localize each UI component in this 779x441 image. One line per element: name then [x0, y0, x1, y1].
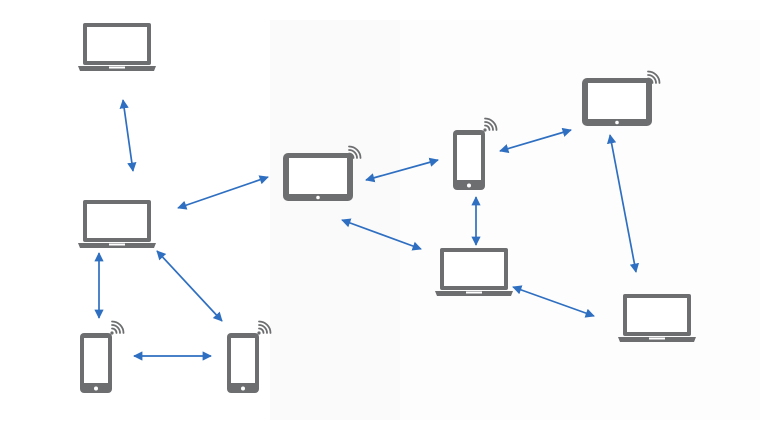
smartphone-icon [453, 130, 485, 190]
node-laptop-center-bottom [435, 248, 513, 296]
link-laptop-left-middle-to-tablet-center [177, 175, 269, 210]
node-tablet-center [283, 145, 362, 201]
link-laptop-left-middle-to-phone-bottom-center [156, 250, 223, 322]
laptop-icon [435, 248, 513, 296]
smartphone-icon [227, 333, 259, 393]
node-phone-bottom-center [227, 320, 272, 393]
wifi-icon [483, 117, 498, 132]
background-panel-right [400, 20, 760, 420]
wifi-icon [646, 70, 661, 85]
link-tablet-center-to-laptop-center-bottom [341, 218, 422, 251]
wifi-icon [347, 145, 362, 160]
node-phone-center-right [453, 117, 498, 190]
node-laptop-bottom-right [618, 294, 696, 342]
node-laptop-left-middle [78, 200, 156, 248]
wifi-icon [257, 320, 272, 335]
link-laptop-top-left-to-laptop-left-middle [119, 99, 137, 172]
laptop-icon [618, 294, 696, 342]
nodes-layer [78, 23, 696, 393]
link-laptop-center-bottom-to-laptop-bottom-right [512, 285, 595, 318]
link-tablet-top-right-to-laptop-bottom-right [606, 134, 640, 273]
smartphone-icon [80, 333, 112, 393]
link-phone-center-right-to-tablet-top-right [499, 127, 572, 154]
laptop-icon [78, 200, 156, 248]
link-tablet-center-to-phone-center-right [365, 157, 439, 183]
tablet-icon [283, 153, 353, 201]
node-laptop-top-left [78, 23, 156, 71]
links-layer [94, 99, 640, 361]
laptop-icon [78, 23, 156, 71]
wifi-icon [110, 320, 125, 335]
node-phone-bottom-left [80, 320, 125, 393]
node-tablet-top-right [582, 70, 661, 126]
tablet-icon [582, 78, 652, 126]
